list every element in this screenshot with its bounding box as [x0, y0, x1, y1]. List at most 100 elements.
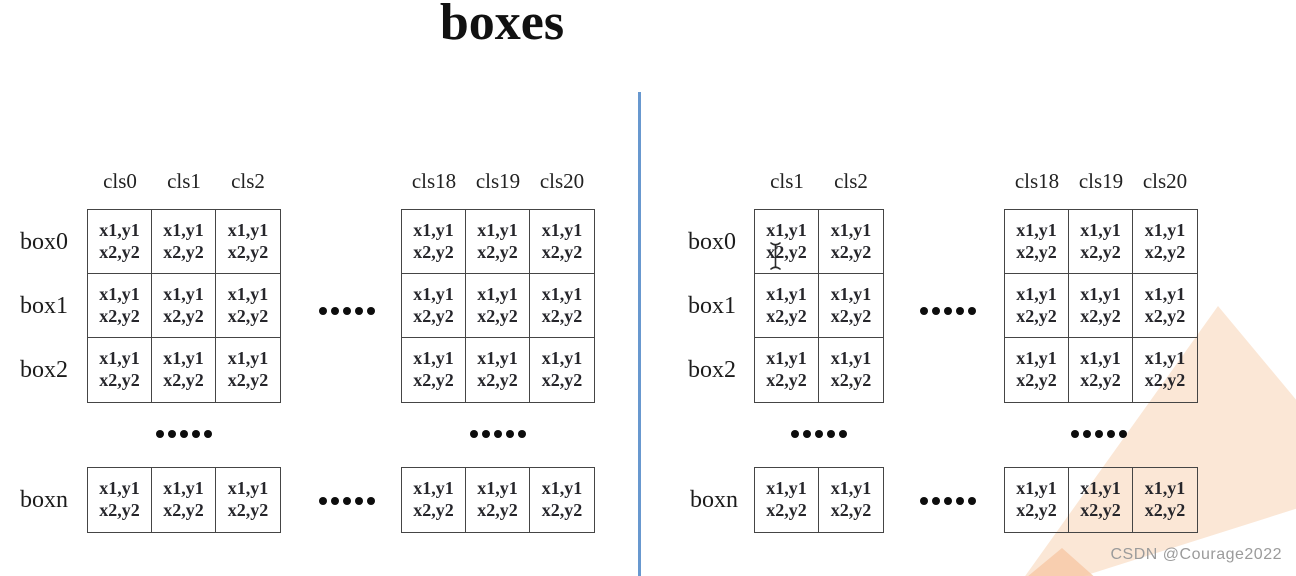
cell-line1: x1,y1: [477, 219, 518, 240]
ellipsis-dot: [355, 306, 363, 315]
left-mid-ellipsis: [319, 306, 375, 315]
cell-line2: x2,y2: [1016, 370, 1057, 390]
class-header-label: cls18: [411, 169, 457, 193]
cell-line1: x1,y1: [163, 478, 204, 499]
left-row-label-box0: box0: [20, 229, 68, 255]
cell-line2: x2,y2: [541, 241, 583, 262]
class-header-label: cls20: [1142, 169, 1188, 193]
ellipsis-dot: [156, 429, 164, 438]
ellipsis-dot: [815, 429, 823, 438]
left-class-headers-first: cls0 cls1 cls2: [88, 166, 280, 194]
ellipsis-dot: [192, 429, 200, 438]
ellipsis-dot: [944, 306, 952, 315]
ellipsis-dot: [932, 306, 940, 315]
left-vertical-ellipsis-last: [470, 429, 526, 438]
ellipsis-dot: [956, 306, 964, 315]
cell-line2: x2,y2: [1080, 370, 1121, 390]
right-row-label-box1: box1: [688, 293, 736, 319]
cell-line1: x1,y1: [477, 478, 518, 499]
right-mid-ellipsis: [920, 306, 976, 315]
cell-line2: x2,y2: [1016, 241, 1057, 262]
cell-line2: x2,y2: [99, 305, 140, 326]
cell-line1: x1,y1: [1016, 219, 1057, 240]
cell-line2: x2,y2: [163, 500, 204, 520]
left-row-label-boxn: boxn: [20, 487, 68, 513]
class-header-label: cls2: [231, 169, 265, 193]
cell-line2: x2,y2: [99, 370, 140, 390]
ellipsis-dot: [470, 429, 478, 438]
cell-line2: x2,y2: [1144, 305, 1186, 326]
ellipsis-dot: [319, 496, 327, 505]
cell-line1: x1,y1: [1144, 283, 1186, 304]
cell-line2: x2,y2: [413, 500, 454, 520]
cell-line2: x2,y2: [1016, 500, 1057, 520]
cell-line2: x2,y2: [477, 241, 518, 262]
cell-line1: x1,y1: [766, 478, 807, 499]
cell-line1: x1,y1: [1080, 478, 1121, 499]
ellipsis-dot: [204, 429, 212, 438]
left-boxn-ellipsis: [319, 496, 375, 505]
cell-line2: x2,y2: [413, 305, 454, 326]
cell-line2: x2,y2: [413, 241, 454, 262]
class-header-label: cls1: [167, 169, 201, 193]
cell-line1: x1,y1: [541, 283, 583, 304]
ellipsis-dot: [956, 496, 964, 505]
class-header-label: cls18: [1014, 169, 1060, 193]
ellipsis-dot: [827, 429, 835, 438]
cell-line2: x2,y2: [541, 500, 583, 520]
cell-line1: x1,y1: [766, 348, 807, 369]
cell-line2: x2,y2: [1016, 305, 1057, 326]
ellipsis-dot: [331, 306, 339, 315]
cell-line1: x1,y1: [413, 478, 454, 499]
cell-line1: x1,y1: [766, 283, 807, 304]
left-row-label-box2: box2: [20, 357, 68, 383]
cell-line2: x2,y2: [163, 370, 204, 390]
cell-line2: x2,y2: [413, 370, 454, 390]
cell-line2: x2,y2: [1080, 500, 1121, 520]
ellipsis-dot: [920, 496, 928, 505]
class-header-label: cls0: [103, 169, 137, 193]
cell-line2: x2,y2: [766, 370, 807, 390]
ellipsis-dot: [968, 496, 976, 505]
cell-line2: x2,y2: [830, 370, 872, 390]
cell-line2: x2,y2: [766, 500, 807, 520]
ellipsis-dot: [319, 306, 327, 315]
ellipsis-dot: [482, 429, 490, 438]
cell-line2: x2,y2: [227, 500, 269, 520]
cell-line1: x1,y1: [1144, 219, 1186, 240]
ellipsis-dot: [168, 429, 176, 438]
cell-line2: x2,y2: [1080, 241, 1121, 262]
cell-line1: x1,y1: [541, 219, 583, 240]
cell-line2: x2,y2: [1080, 305, 1121, 326]
cell-line1: x1,y1: [1080, 283, 1121, 304]
ellipsis-dot: [920, 306, 928, 315]
ellipsis-dot: [343, 306, 351, 315]
cell-line1: x1,y1: [413, 348, 454, 369]
cell-line2: x2,y2: [830, 241, 872, 262]
ellipsis-dot: [494, 429, 502, 438]
